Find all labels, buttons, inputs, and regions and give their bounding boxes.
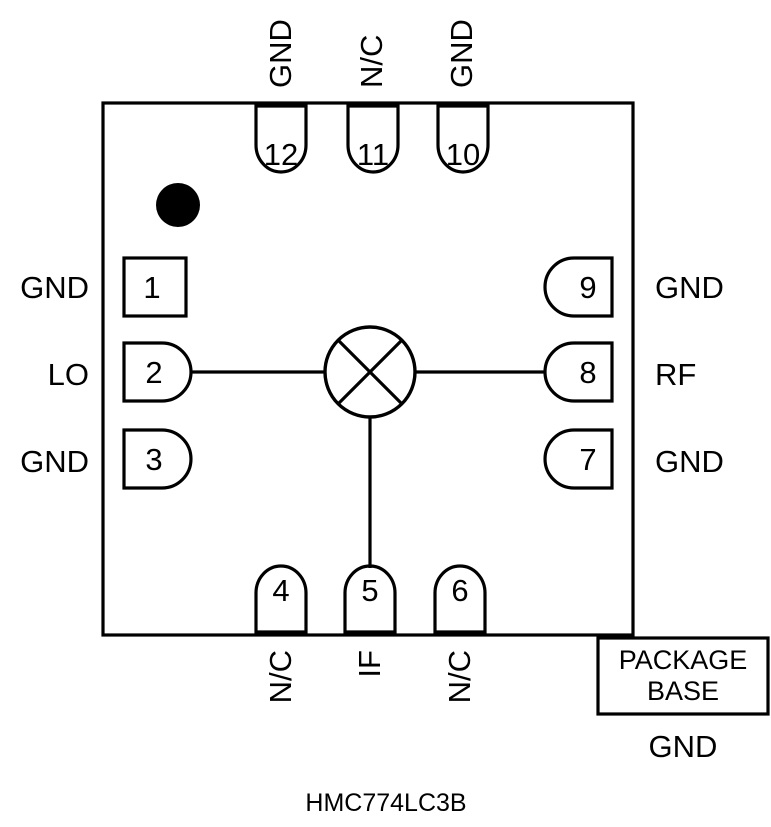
pad-label-pin-8: 8 [579,355,596,390]
signal-label-pin-12: GND [263,19,298,88]
package-base-line-1: PACKAGE [619,645,748,675]
signal-label-pin-3: GND [20,444,89,479]
pad-label-pin-5: 5 [361,573,378,608]
pad-label-pin-11: 11 [357,137,389,172]
package-base-box [596,636,770,716]
signal-label-pin-10: GND [444,19,479,88]
pad-pin-3 [122,428,193,490]
package-base-line-2: BASE [647,676,719,706]
signal-label-pin-7: GND [655,444,724,479]
pad-label-pin-9: 9 [579,270,596,305]
pad-label-pin-12: 12 [264,137,298,172]
signal-label-pin-2: LO [48,357,89,392]
pad-label-pin-6: 6 [451,573,468,608]
signal-label-pin-6: N/C [442,650,477,703]
pad-label-pin-4: 4 [272,573,289,608]
pin-1-dot-icon [156,183,200,227]
pad-pin-7 [543,428,614,490]
signal-label-pin-4: N/C [263,650,298,703]
pad-pin-1 [122,256,188,318]
mixer-x-stroke-2 [336,338,404,406]
pad-label-pin-7: 7 [579,442,596,477]
pad-label-pin-10: 10 [446,137,480,172]
signal-label-pin-5: IF [352,650,387,678]
pad-label-pin-3: 3 [145,442,162,477]
pad-pin-4 [254,564,308,634]
part-number-caption: HMC774LC3B [305,789,466,817]
pad-label-pin-2: 2 [145,355,162,390]
signal-label-pin-1: GND [20,270,89,305]
pad-pin-6 [433,564,487,634]
pad-pin-2 [122,341,193,403]
pad-label-pin-1: 1 [143,270,160,305]
pad-pin-8 [543,341,614,403]
package-base-gnd-label: GND [649,729,718,764]
pad-pin-12 [254,104,308,174]
pad-pin-5 [343,564,397,634]
pad-pin-11 [346,104,400,174]
pad-pin-9 [543,256,614,318]
signal-label-pin-11: N/C [354,35,389,88]
signal-label-pin-9: GND [655,270,724,305]
signal-label-pin-8: RF [655,357,696,392]
pad-pin-10 [436,104,490,174]
